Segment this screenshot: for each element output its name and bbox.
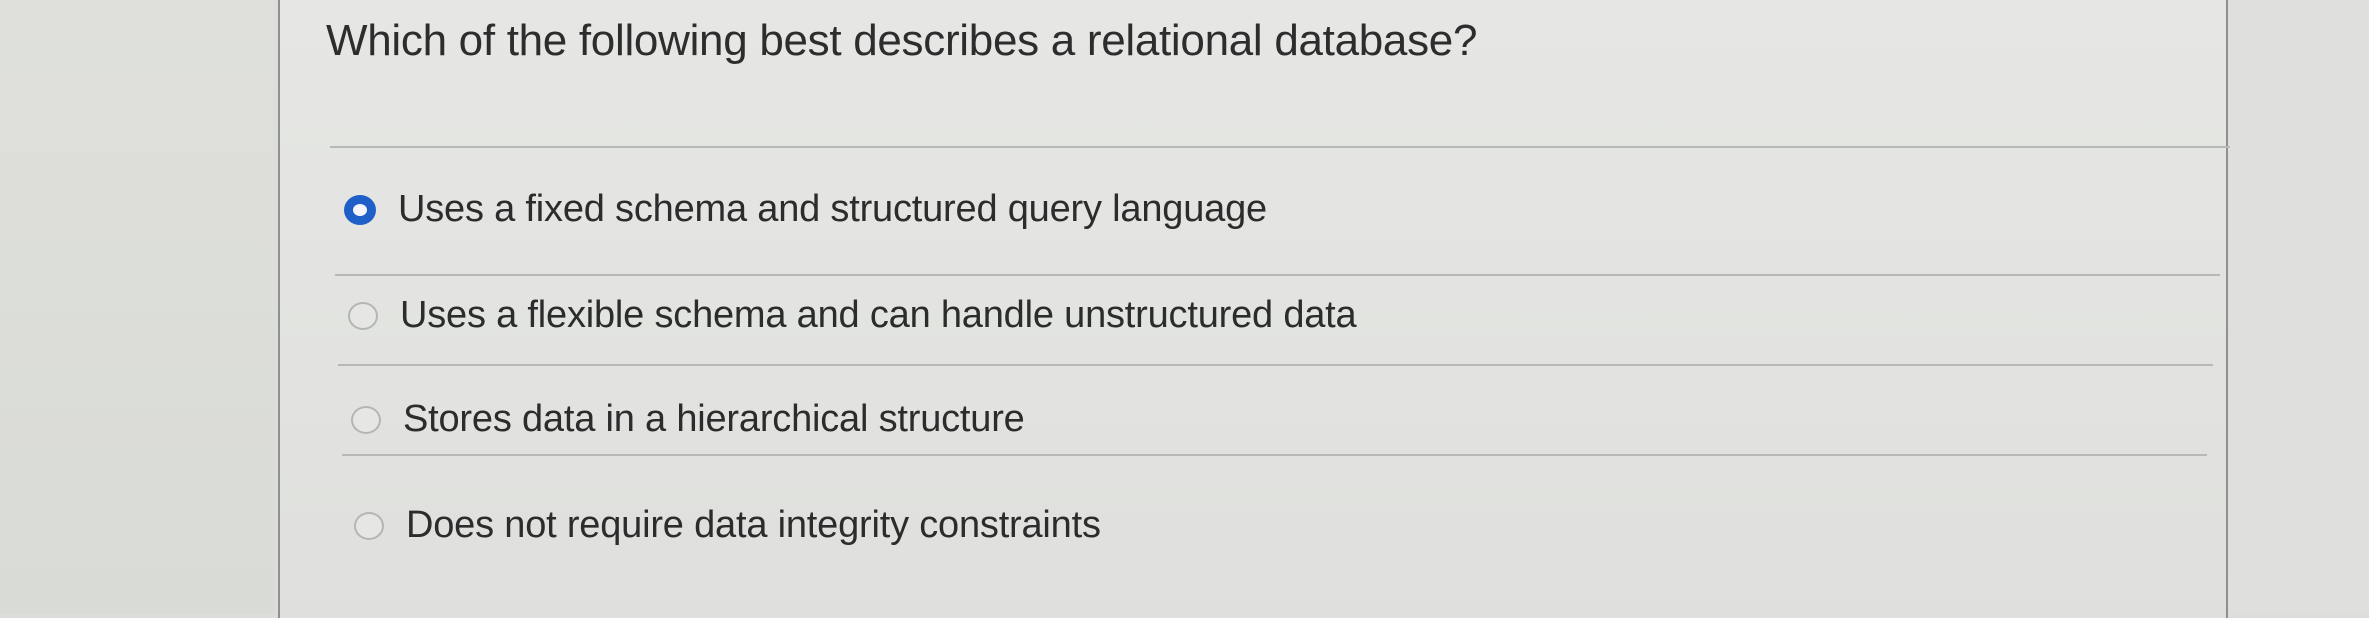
question-panel: Which of the following best describes a … (278, 0, 2230, 618)
answer-option-label: Uses a fixed schema and structured query… (398, 188, 1267, 230)
radio-unselected-icon[interactable] (351, 405, 381, 434)
divider (338, 364, 2213, 366)
answer-option-2[interactable]: Uses a flexible schema and can handle un… (348, 294, 1357, 337)
answer-option-label: Stores data in a hierarchical structure (403, 398, 1025, 440)
divider (335, 274, 2220, 276)
answer-option-4[interactable]: Does not require data integrity constrai… (354, 504, 1101, 547)
answer-option-label: Does not require data integrity constrai… (406, 504, 1101, 546)
radio-selected-icon[interactable] (344, 194, 376, 225)
answer-option-1[interactable]: Uses a fixed schema and structured query… (344, 188, 1267, 231)
right-margin (2229, 0, 2369, 614)
left-margin (0, 0, 275, 614)
radio-unselected-icon[interactable] (348, 301, 378, 330)
radio-unselected-icon[interactable] (354, 511, 384, 540)
question-text: Which of the following best describes a … (326, 16, 1478, 65)
answer-option-label: Uses a flexible schema and can handle un… (400, 294, 1357, 336)
divider (330, 146, 2230, 148)
divider (342, 454, 2207, 456)
answer-option-3[interactable]: Stores data in a hierarchical structure (351, 398, 1025, 441)
